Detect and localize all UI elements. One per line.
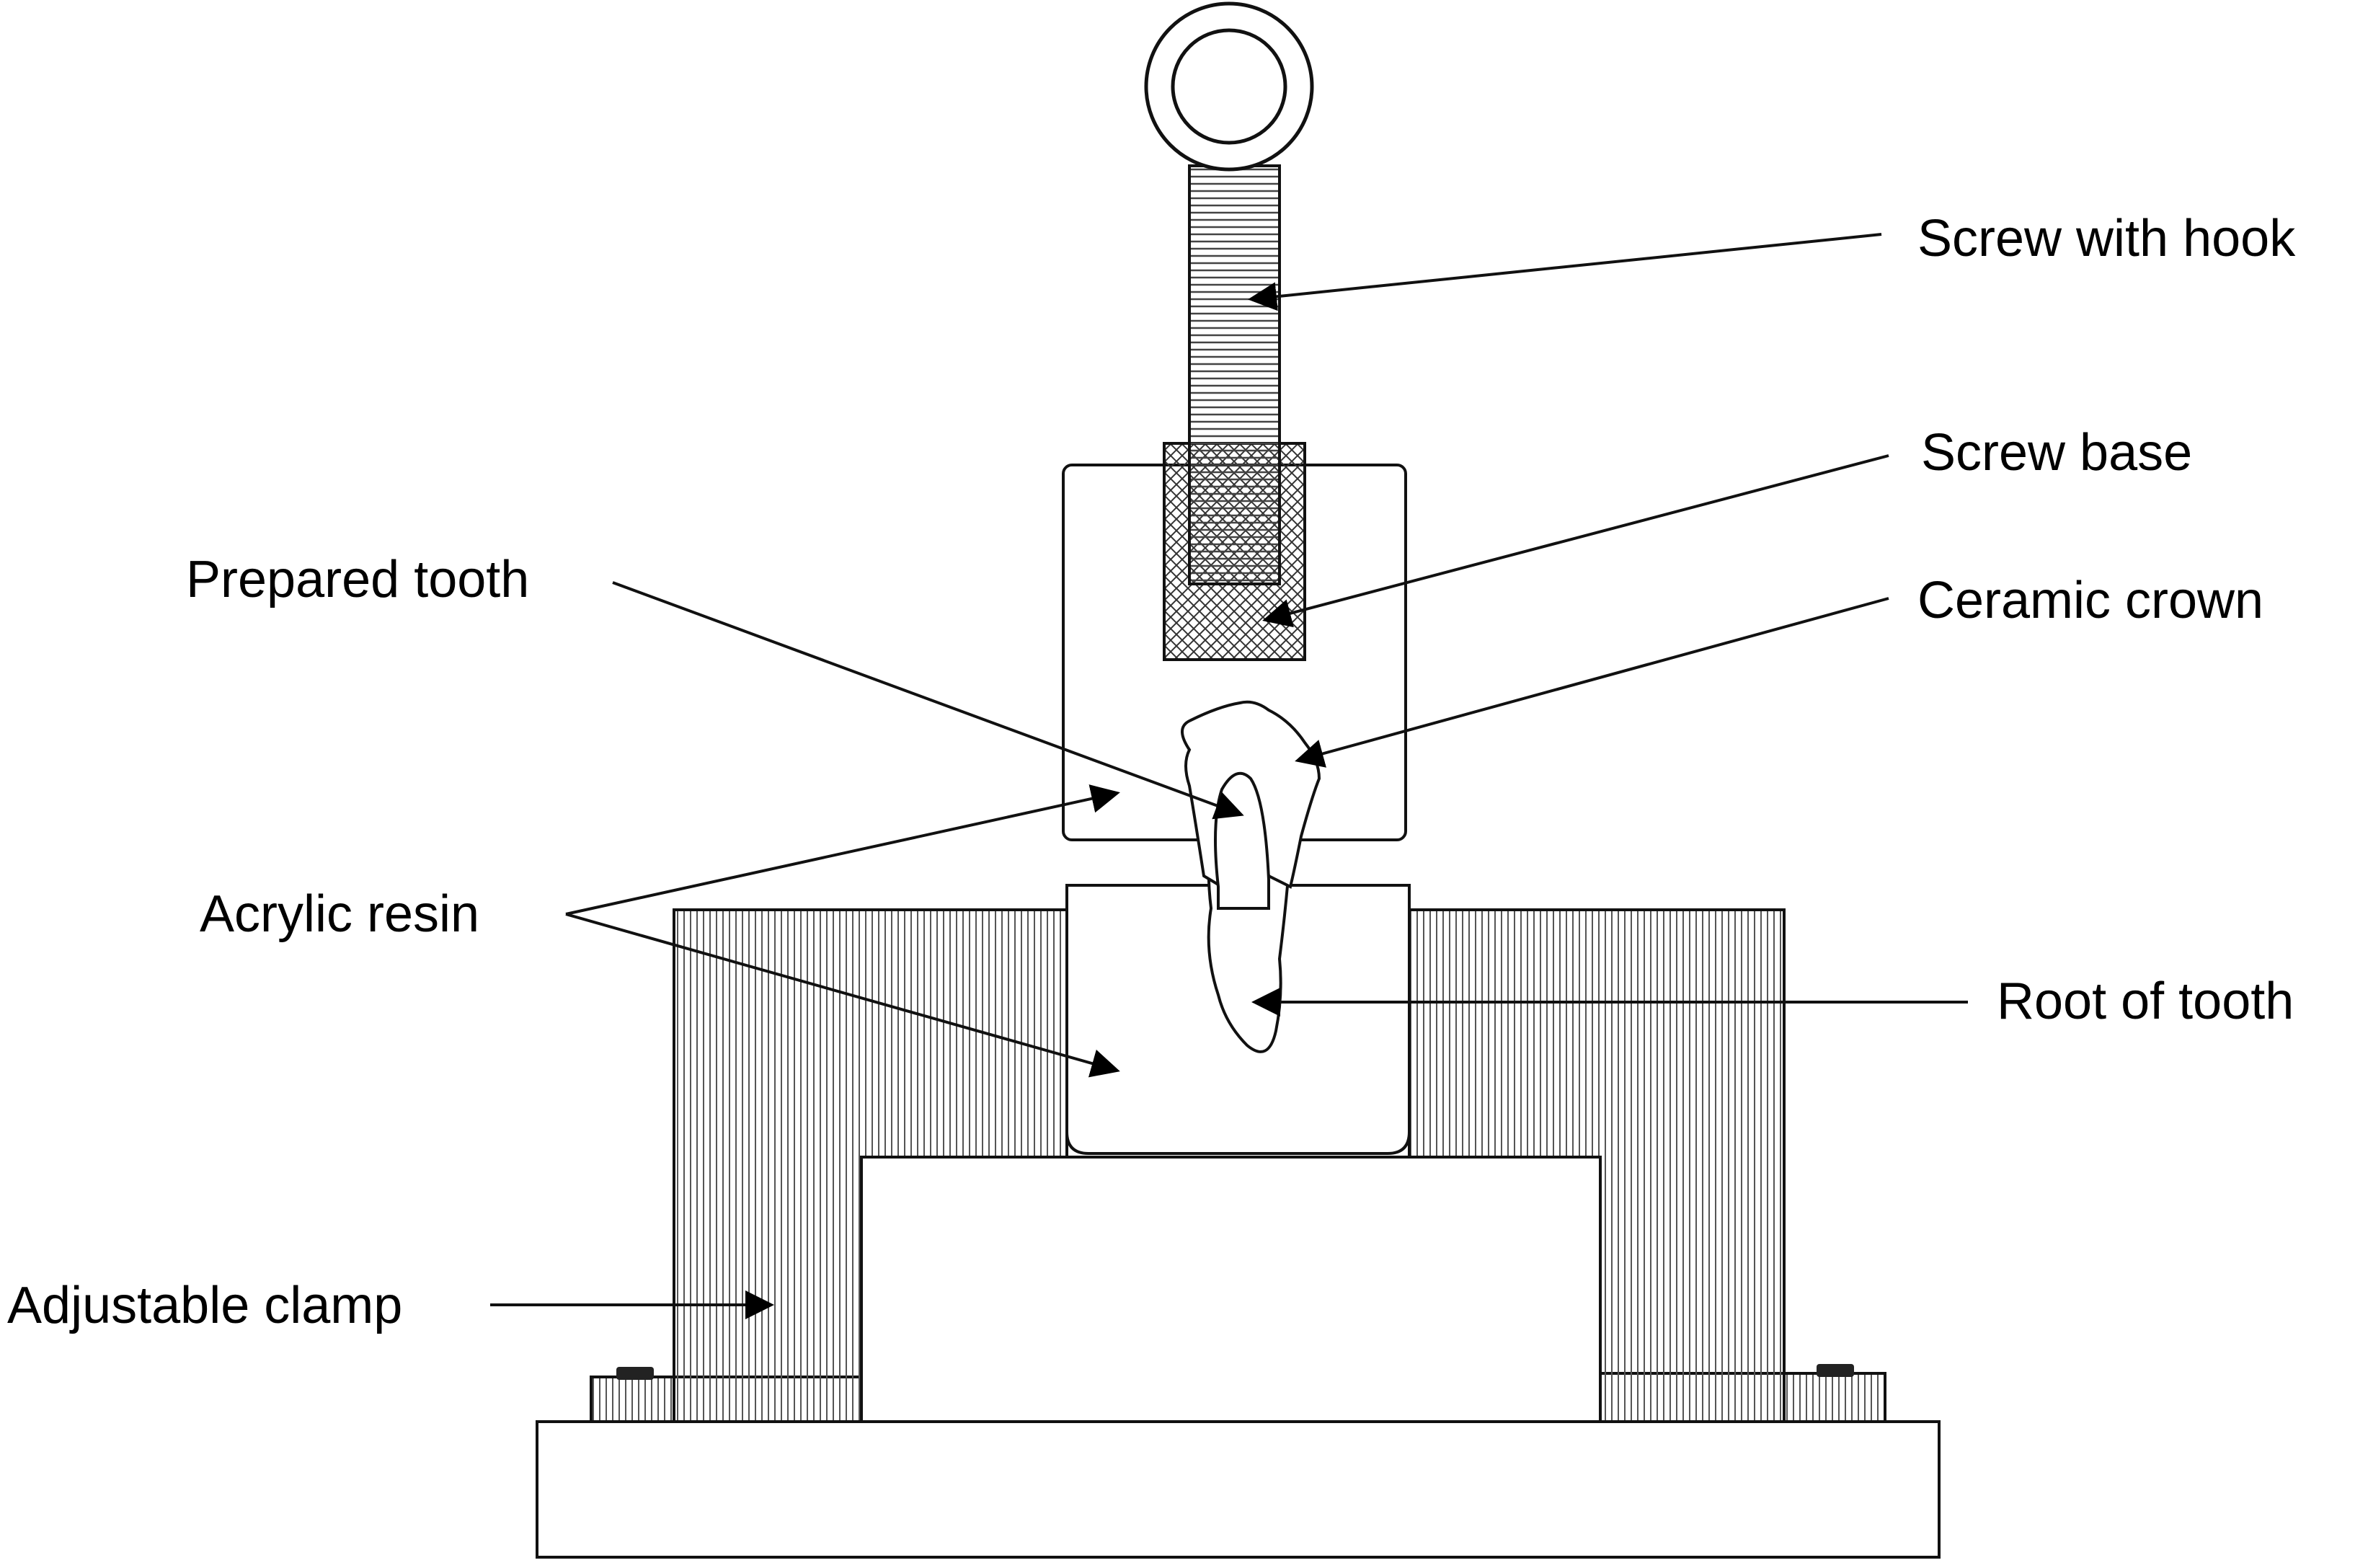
label-acrylic-resin: Acrylic resin <box>200 885 479 943</box>
leader-prepared-tooth <box>612 581 1244 820</box>
leader-screw-with-hook <box>1248 233 1882 311</box>
label-adjustable-clamp: Adjustable clamp <box>7 1277 402 1334</box>
leader-ceramic-crown <box>1295 597 1889 768</box>
hook-ring-inner <box>1171 28 1287 145</box>
leader-acrylic-resin-upper <box>565 784 1120 916</box>
clamp-opening <box>860 1156 1602 1423</box>
label-prepared-tooth: Prepared tooth <box>186 551 529 608</box>
screw-shaft <box>1188 164 1281 585</box>
label-screw-base: Screw base <box>1921 424 2192 482</box>
label-ceramic-crown: Ceramic crown <box>1917 572 2263 629</box>
leader-acrylic-resin-lower <box>565 913 1120 1078</box>
label-root-of-tooth: Root of tooth <box>1997 973 2294 1030</box>
base-plate <box>536 1420 1941 1559</box>
label-screw-with-hook: Screw with hook <box>1917 210 2296 267</box>
leader-screw-base <box>1262 454 1889 628</box>
